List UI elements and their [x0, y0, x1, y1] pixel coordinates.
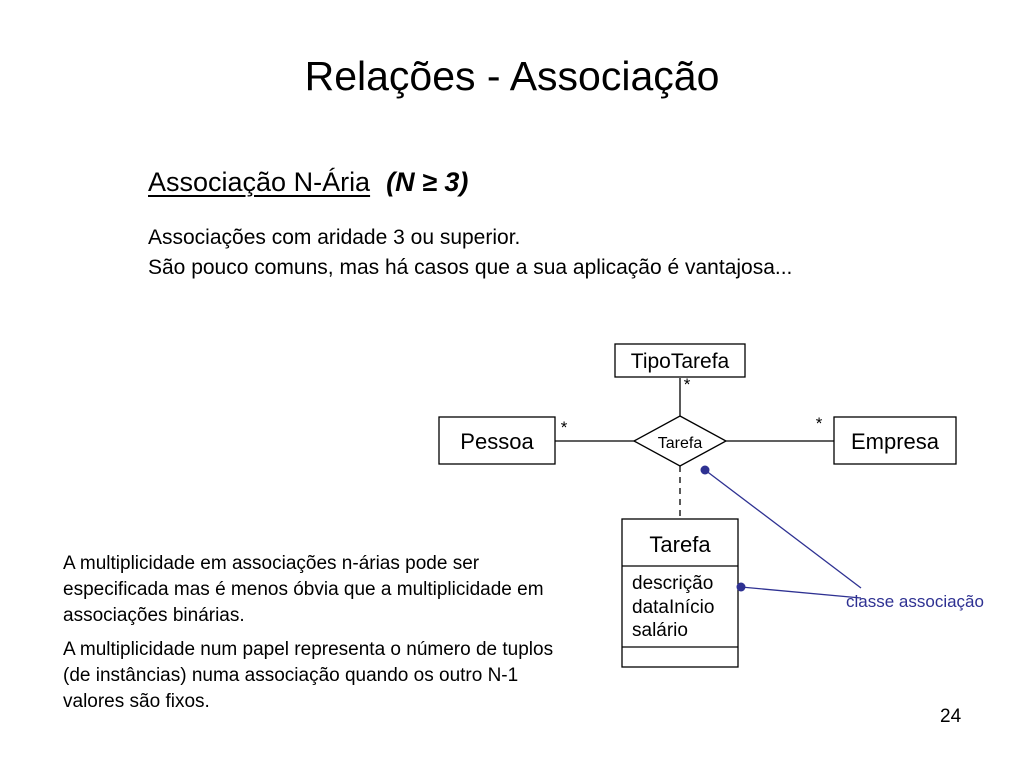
association-diamond: Tarefa — [632, 415, 728, 467]
class-empresa-box — [833, 416, 957, 465]
class-pessoa: Pessoa — [438, 416, 556, 465]
note-paragraph: A multiplicidade num papel representa o … — [63, 639, 554, 712]
annotation-pointer-line — [740, 586, 862, 599]
class-empresa: Empresa — [833, 416, 957, 465]
annotation-pointer-line — [704, 469, 862, 589]
note-paragraph: A multiplicidade em associações n-árias … — [63, 553, 544, 626]
annotation-pointer-dot — [736, 582, 746, 592]
annotation-label: classe associação — [846, 592, 984, 611]
slide-title: Relações - Associação — [304, 53, 720, 99]
class-tipotarefa-label: TipoTarefa — [631, 350, 730, 373]
association-class-tarefa: Tarefa descrição dataInício salário — [621, 518, 739, 668]
arity-expression: (N ≥ 3) — [386, 167, 469, 197]
multiplicity-right: * — [816, 414, 823, 433]
class-tipotarefa-box — [614, 343, 746, 378]
association-class-name: Tarefa — [649, 532, 711, 557]
class-pessoa-label: Pessoa — [460, 429, 534, 454]
multiplicity-left: * — [561, 418, 568, 437]
class-tipotarefa: TipoTarefa — [614, 343, 746, 378]
attribute: dataInício — [632, 597, 714, 618]
class-pessoa-box — [438, 416, 556, 465]
notes: A multiplicidade em associações n-árias … — [63, 551, 563, 723]
multiplicity-top: * — [684, 375, 691, 394]
annotation-callout: classe associação — [700, 465, 984, 611]
annotation-pointer-dot — [700, 465, 710, 475]
class-empresa-label: Empresa — [851, 429, 940, 454]
page-number: 24 — [940, 706, 962, 727]
intro-text: Associações com aridade 3 ou superior. S… — [148, 223, 792, 283]
section-heading-text: Associação N-Ária — [148, 167, 371, 197]
association-diamond-shape — [632, 415, 728, 467]
intro-line: Associações com aridade 3 ou superior. — [148, 226, 521, 249]
association-name: Tarefa — [658, 435, 703, 452]
intro-line: São pouco comuns, mas há casos que a sua… — [148, 256, 793, 279]
attribute: descrição — [632, 573, 713, 594]
attribute: salário — [632, 620, 688, 641]
section-heading: Associação N-Ária (N ≥ 3) — [148, 164, 468, 200]
association-class-box — [621, 518, 739, 668]
